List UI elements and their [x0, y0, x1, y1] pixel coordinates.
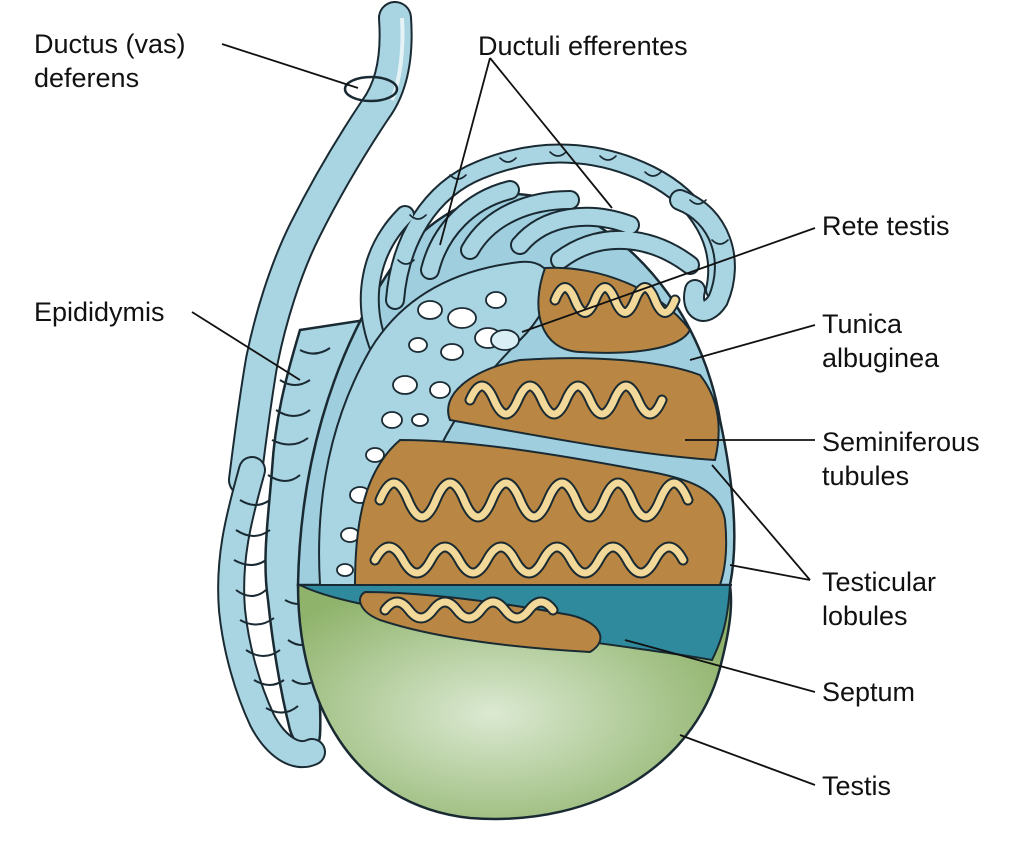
leader-lines	[191, 43, 816, 786]
label-tunica-line1: Tunica	[822, 309, 903, 339]
leader-tunica	[689, 324, 816, 361]
ductuli-efferentes	[359, 143, 736, 360]
label-ductus-line1: Ductus (vas)	[34, 29, 186, 59]
ductus-ring-marker	[343, 75, 399, 103]
leader-ductuli-b	[489, 57, 613, 209]
label-ductus-line2: deferens	[34, 63, 140, 93]
leader-ductus	[221, 43, 359, 89]
leader-lobules-a	[711, 464, 811, 581]
seminiferous-tubules	[369, 282, 694, 624]
label-lobules-line1: Testicular	[822, 567, 937, 597]
leader-septum	[624, 639, 816, 693]
label-seminiferous-line1: Seminiferous	[822, 427, 980, 457]
leader-ductuli-a	[439, 57, 491, 246]
leader-testis	[679, 734, 816, 786]
label-testis: Testis	[822, 771, 892, 801]
label-ductuli-efferentes: Ductuli efferentes	[478, 31, 688, 61]
label-epididymis: Epididymis	[34, 297, 165, 327]
leader-epididymis	[191, 311, 301, 381]
lobule-2	[447, 357, 720, 462]
leader-lobules-b	[729, 564, 811, 581]
label-seminiferous-line2: tubules	[822, 461, 910, 491]
lobule-4	[359, 590, 602, 654]
label-tunica-line2: albuginea	[822, 343, 940, 373]
label-rete-testis: Rete testis	[822, 211, 950, 241]
label-septum: Septum	[822, 677, 916, 707]
label-lobules-line2: lobules	[822, 601, 908, 631]
ductus-deferens	[228, 1, 413, 497]
leader-rete	[521, 227, 816, 333]
